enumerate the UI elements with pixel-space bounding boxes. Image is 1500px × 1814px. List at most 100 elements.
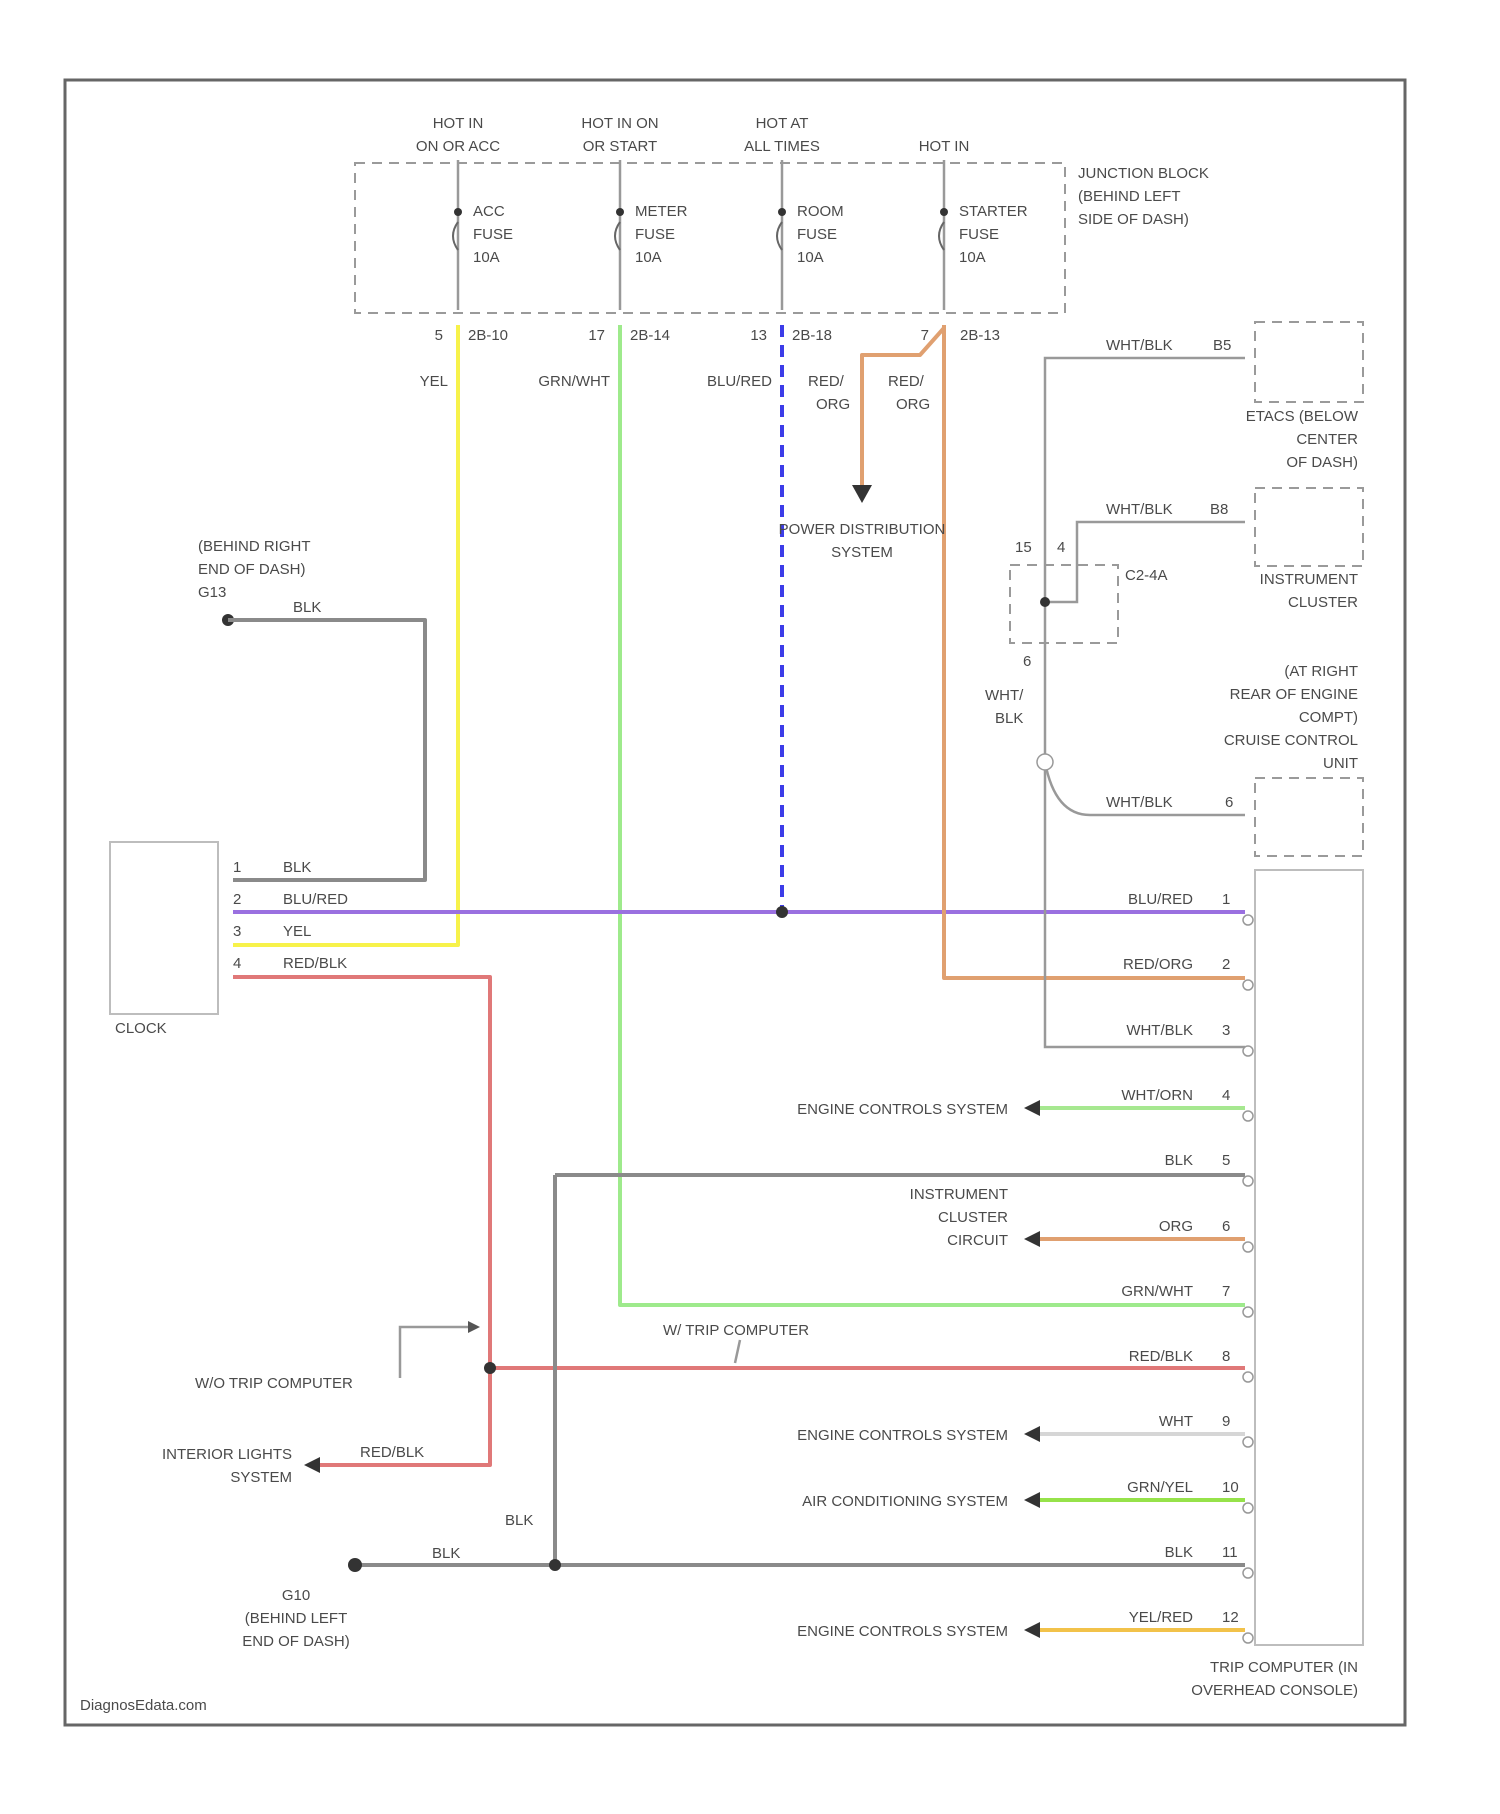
trip-pin-terminal bbox=[1243, 1176, 1253, 1186]
instrument-cluster-label: INSTRUMENT bbox=[1260, 571, 1358, 588]
wire-label: RED/ORG bbox=[1123, 956, 1193, 973]
destination-label: INSTRUMENT bbox=[910, 1186, 1008, 1203]
cruise-control-label: UNIT bbox=[1323, 755, 1358, 772]
instrument-cluster-label: CLUSTER bbox=[1288, 594, 1358, 611]
trip-pin-terminal bbox=[1243, 1242, 1253, 1252]
destination-label: CLUSTER bbox=[938, 1209, 1008, 1226]
wire-wht-blk bbox=[1045, 522, 1245, 602]
cruise-control-label: REAR OF ENGINE bbox=[1230, 686, 1358, 703]
trip-pin-number: 3 bbox=[1222, 1022, 1230, 1039]
clock-pin: 1 bbox=[233, 859, 241, 876]
ground-icon bbox=[348, 1558, 362, 1572]
fuse-pin: 7 bbox=[921, 327, 929, 344]
wo-trip-leader bbox=[400, 1327, 470, 1378]
arrow-icon bbox=[1024, 1622, 1040, 1638]
wire-label: RED/BLK bbox=[1129, 1348, 1193, 1365]
fuse-name: FUSE bbox=[473, 226, 513, 243]
trip-computer-module bbox=[1255, 870, 1363, 1645]
fuse-name: METER bbox=[635, 203, 688, 220]
fuse-name: ROOM bbox=[797, 203, 844, 220]
splice-connector: C2-4A bbox=[1125, 567, 1168, 584]
splice-pin: 4 bbox=[1057, 539, 1065, 556]
interior-lights-label: INTERIOR LIGHTS bbox=[162, 1446, 292, 1463]
fuse-acc: HOT IN ON OR ACC ACC FUSE 10A 5 2B-10 YE… bbox=[416, 115, 513, 390]
arrow-icon bbox=[1024, 1492, 1040, 1508]
wire-label: BLU/RED bbox=[707, 373, 772, 390]
instrument-cluster-pin: B8 bbox=[1210, 501, 1228, 518]
trip-pin-number: 10 bbox=[1222, 1479, 1239, 1496]
fuse-meter: HOT IN ON OR START METER FUSE 10A 17 2B-… bbox=[538, 115, 687, 390]
destination-label: CIRCUIT bbox=[947, 1232, 1008, 1249]
wire-label: ORG bbox=[1159, 1218, 1193, 1235]
fuse-name: FUSE bbox=[797, 226, 837, 243]
clock-pin: 2 bbox=[233, 891, 241, 908]
trip-pin-number: 2 bbox=[1222, 956, 1230, 973]
wire-label: YEL/RED bbox=[1129, 1609, 1193, 1626]
trip-pin-number: 8 bbox=[1222, 1348, 1230, 1365]
wire-label: WHT/BLK bbox=[1106, 337, 1173, 354]
trip-pin-number: 9 bbox=[1222, 1413, 1230, 1430]
fuse-hot-label: HOT IN bbox=[919, 138, 970, 155]
fuse-pin: 13 bbox=[750, 327, 767, 344]
fuse-pin: 5 bbox=[435, 327, 443, 344]
trip-pin-number: 12 bbox=[1222, 1609, 1239, 1626]
fuse-hot-label: OR START bbox=[583, 138, 657, 155]
fuse-hot-label: HOT IN bbox=[433, 115, 484, 132]
clock-label: CLOCK bbox=[115, 1020, 167, 1037]
watermark: DiagnosEdata.com bbox=[80, 1697, 207, 1714]
trip-pin-terminal bbox=[1243, 1111, 1253, 1121]
trip-pin-number: 7 bbox=[1222, 1283, 1230, 1300]
splice-dot bbox=[776, 906, 788, 918]
wire-red-org bbox=[944, 325, 1245, 978]
trip-computer-label: OVERHEAD CONSOLE) bbox=[1191, 1682, 1358, 1699]
clock-pin: 4 bbox=[233, 955, 241, 972]
trip-pin-terminal bbox=[1243, 1437, 1253, 1447]
fuse-name: FUSE bbox=[635, 226, 675, 243]
etacs-label: CENTER bbox=[1296, 431, 1358, 448]
destination-label: ENGINE CONTROLS SYSTEM bbox=[797, 1427, 1008, 1444]
etacs-label: OF DASH) bbox=[1286, 454, 1358, 471]
splice-pin: 6 bbox=[1023, 653, 1031, 670]
trip-pin-number: 1 bbox=[1222, 891, 1230, 908]
wire-label: RED/ bbox=[888, 373, 925, 390]
fuse-hot-label: ALL TIMES bbox=[744, 138, 820, 155]
fuse-hot-label: HOT AT bbox=[756, 115, 809, 132]
power-distribution-label: SYSTEM bbox=[831, 544, 893, 561]
wire-label: ORG bbox=[816, 396, 850, 413]
fuse-rating: 10A bbox=[635, 249, 662, 266]
fuse-name: STARTER bbox=[959, 203, 1028, 220]
w-trip-leader bbox=[735, 1340, 740, 1363]
clock-module: CLOCK 1 2 3 4 BLK BLU/RED YEL RED/BLK bbox=[110, 842, 348, 1037]
fuse-rating: 10A bbox=[473, 249, 500, 266]
fuse-hot-label: HOT IN ON bbox=[581, 115, 658, 132]
trip-pin-terminal bbox=[1243, 915, 1253, 925]
ground-id: G10 bbox=[282, 1587, 310, 1604]
etacs-outline bbox=[1255, 322, 1363, 402]
destination-label: ENGINE CONTROLS SYSTEM bbox=[797, 1623, 1008, 1640]
trip-pin-terminal bbox=[1243, 1568, 1253, 1578]
arrow-icon bbox=[1024, 1231, 1040, 1247]
wire-label: YEL bbox=[283, 923, 311, 940]
cruise-control-label: CRUISE CONTROL bbox=[1224, 732, 1358, 749]
wire-label: WHT/BLK bbox=[1126, 1022, 1193, 1039]
fuse-name: ACC bbox=[473, 203, 505, 220]
cruise-control-label: COMPT) bbox=[1299, 709, 1358, 726]
ground-location: END OF DASH) bbox=[242, 1633, 350, 1650]
fuse-hot-label: ON OR ACC bbox=[416, 138, 500, 155]
destination-label: ENGINE CONTROLS SYSTEM bbox=[797, 1101, 1008, 1118]
fuse-pin: 17 bbox=[588, 327, 605, 344]
etacs-label: ETACS (BELOW bbox=[1246, 408, 1359, 425]
trip-pin-terminal bbox=[1243, 980, 1253, 990]
cruise-control-pin: 6 bbox=[1225, 794, 1233, 811]
wire-label: GRN/WHT bbox=[538, 373, 610, 390]
trip-pin-terminal bbox=[1243, 1633, 1253, 1643]
fuse-rating: 10A bbox=[797, 249, 824, 266]
trip-pin-number: 6 bbox=[1222, 1218, 1230, 1235]
junction-block-label-3: SIDE OF DASH) bbox=[1078, 211, 1189, 228]
wire-label: BLK bbox=[995, 710, 1023, 727]
trip-pin-number: 5 bbox=[1222, 1152, 1230, 1169]
arrow-icon bbox=[852, 485, 872, 503]
trip-computer-pins: 1BLU/RED2RED/ORG3WHT/BLK4WHT/ORNENGINE C… bbox=[797, 891, 1253, 1643]
cruise-control-label: (AT RIGHT bbox=[1284, 663, 1358, 680]
